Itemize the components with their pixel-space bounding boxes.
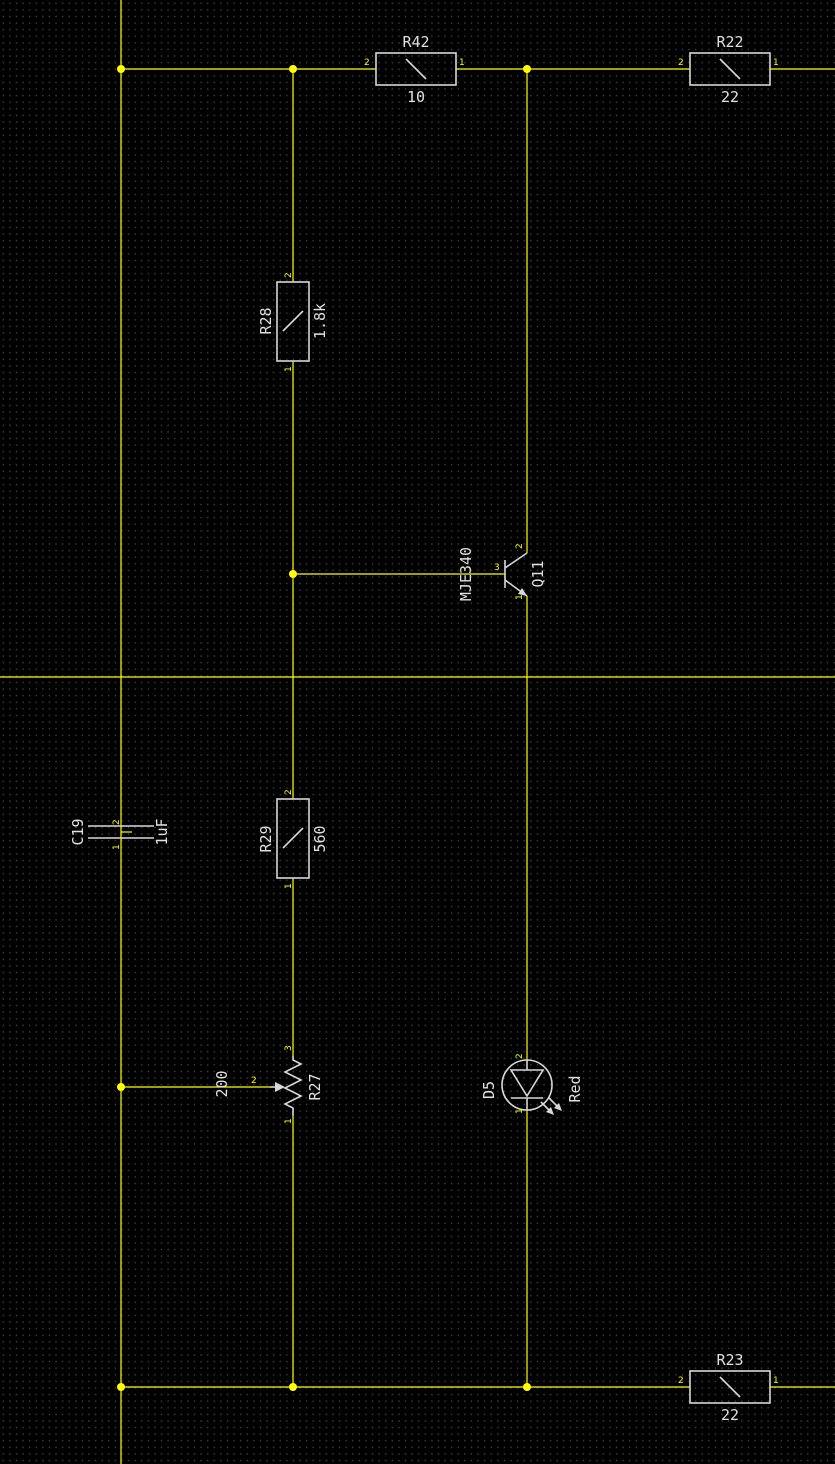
c19-ref: C19 [69,818,87,845]
r22-pin-2: 2 [678,58,684,68]
r28-value: 1.8k [311,303,329,339]
q11-pin-3: 3 [494,563,500,573]
r29-pin-2: 2 [284,789,294,795]
transistor-q11[interactable]: Q11 MJE340 3 2 1 [457,543,547,601]
junction-dot [117,1383,125,1391]
r27-value: 200 [213,1070,231,1097]
junction-dot [289,570,297,578]
resistor-r23[interactable]: R23 22 2 1 [678,1351,779,1424]
q11-value: MJE340 [457,547,475,601]
r23-pin-1: 1 [773,1376,779,1386]
junction-dot [289,65,297,73]
r42-pin-1: 1 [459,58,465,68]
r42-ref: R42 [402,33,429,51]
d5-value: Red [566,1075,584,1102]
wires [120,0,835,1464]
junctions [117,65,531,1391]
r28-ref: R28 [257,307,275,334]
r27-ref: R27 [306,1073,324,1100]
c19-pin-2: 2 [112,819,122,825]
r42-pin-2: 2 [364,58,370,68]
r29-pin-1: 1 [284,883,294,889]
r27-pin-1: 1 [284,1118,294,1124]
r23-value: 22 [721,1406,739,1424]
r23-ref: R23 [716,1351,743,1369]
r27-pin-3: 3 [284,1045,294,1051]
r22-pin-1: 1 [773,58,779,68]
r27-pin-2: 2 [251,1076,257,1086]
led-d5[interactable]: D5 Red 2 1 [480,1053,584,1115]
r22-ref: R22 [716,33,743,51]
r42-value: 10 [407,88,425,106]
junction-dot [117,1083,125,1091]
d5-pin-1: 1 [515,1108,525,1114]
resistor-r22[interactable]: R22 22 2 1 [678,33,779,106]
junction-dot [523,1383,531,1391]
resistor-r29[interactable]: R29 560 2 1 [257,789,329,889]
resistor-r42[interactable]: R42 10 2 1 [364,33,465,106]
junction-dot [289,1383,297,1391]
r23-pin-2: 2 [678,1376,684,1386]
capacitor-c19[interactable]: C19 1uF 2 1 [69,818,171,850]
potentiometer-r27[interactable]: R27 200 3 2 1 [213,1045,324,1124]
junction-dot [523,65,531,73]
c19-pin-1: 1 [112,844,122,850]
junction-dot [117,65,125,73]
q11-pin-2: 2 [515,543,525,549]
q11-ref: Q11 [529,560,547,587]
c19-value: 1uF [153,818,171,845]
resistor-r28[interactable]: R28 1.8k 2 1 [257,272,329,372]
r28-pin-1: 1 [284,366,294,372]
r29-value: 560 [311,825,329,852]
d5-pin-2: 2 [515,1053,525,1059]
r28-pin-2: 2 [284,272,294,278]
r29-ref: R29 [257,825,275,852]
r22-value: 22 [721,88,739,106]
q11-pin-1: 1 [515,594,525,600]
d5-ref: D5 [480,1081,498,1099]
